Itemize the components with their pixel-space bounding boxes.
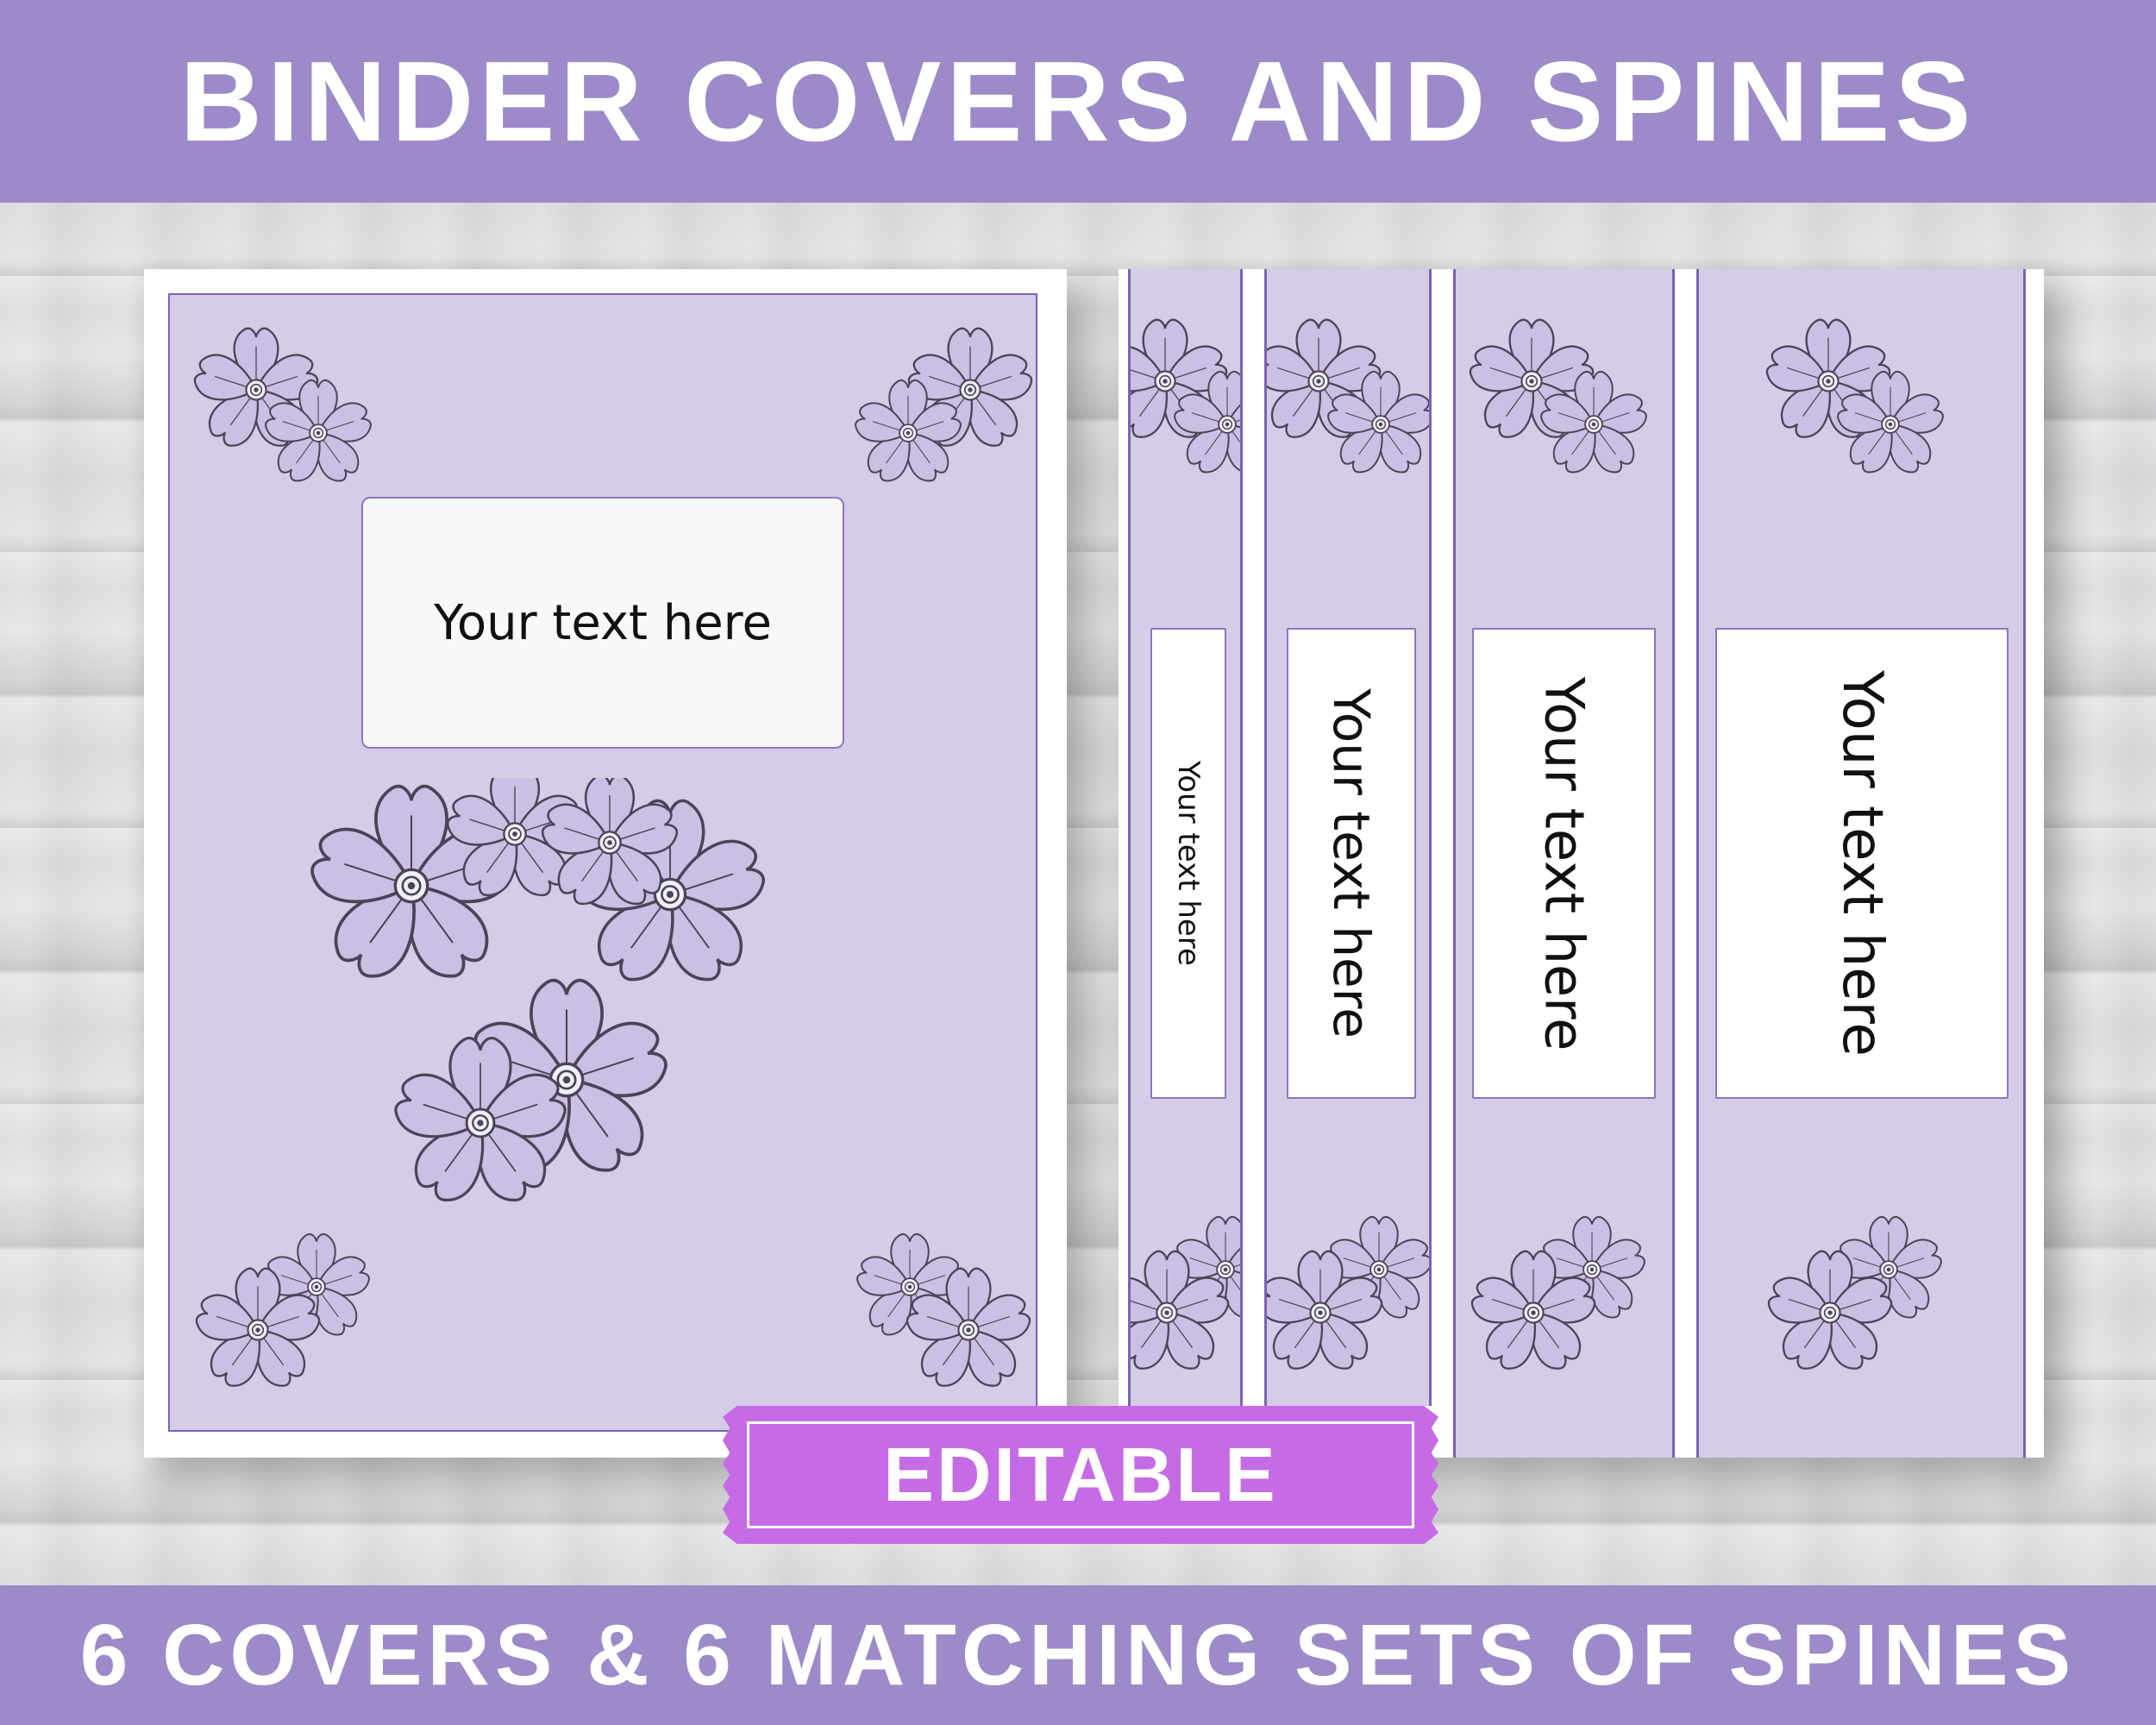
flower-cluster-icon [1264,1201,1432,1390]
cover-label-text: Your text here [434,594,772,651]
flower-cluster-icon [187,312,394,502]
spine-label-text: Your text here [1322,688,1382,1038]
spine-label-text: Your text here [1171,761,1206,966]
flower-cluster-icon [1463,1201,1670,1390]
spine-label-box[interactable]: Your text here [1472,628,1656,1099]
footer-banner: 6 COVERS & 6 MATCHING SETS OF SPINES [0,1585,2156,1725]
flower-cluster-icon [1759,304,1966,493]
flower-cluster-icon [1128,304,1243,493]
binder-cover: Your text here [168,293,1037,1432]
spine-label-box[interactable]: Your text here [1150,628,1226,1099]
flower-cluster-icon [1264,304,1432,493]
header-banner: BINDER COVERS AND SPINES [0,0,2156,203]
flower-cluster-icon [832,1218,1039,1408]
editable-badge-frame: EDITABLE [747,1421,1414,1528]
binder-spines-sheet: Your text here Your text here Your text … [1119,269,2044,1458]
editable-badge: EDITABLE [723,1406,1438,1544]
spine-label-text: Your text here [1830,670,1894,1057]
binder-spine-extra-wide: Your text here [1696,269,2026,1458]
flower-cluster-icon [308,778,771,1211]
footer-subtitle: 6 COVERS & 6 MATCHING SETS OF SPINES [79,1606,2077,1703]
editable-badge-text: EDITABLE [883,1432,1278,1517]
binder-cover-sheet: Your text here [144,269,1067,1458]
binder-spine-medium: Your text here [1264,269,1432,1406]
binder-spine-wide: Your text here [1453,269,1675,1458]
spine-label-box[interactable]: Your text here [1715,628,2009,1099]
flower-cluster-icon [1463,304,1670,493]
spine-label-text: Your text here [1532,676,1596,1051]
cover-label-box[interactable]: Your text here [361,497,844,749]
header-title: BINDER COVERS AND SPINES [179,38,1977,165]
binder-spine-narrow: Your text here [1128,269,1243,1406]
flower-cluster-icon [832,312,1039,502]
spine-label-box[interactable]: Your text here [1287,628,1416,1099]
flower-cluster-icon [187,1218,394,1408]
flower-cluster-icon [1759,1201,1966,1390]
flower-cluster-icon [1128,1201,1243,1390]
